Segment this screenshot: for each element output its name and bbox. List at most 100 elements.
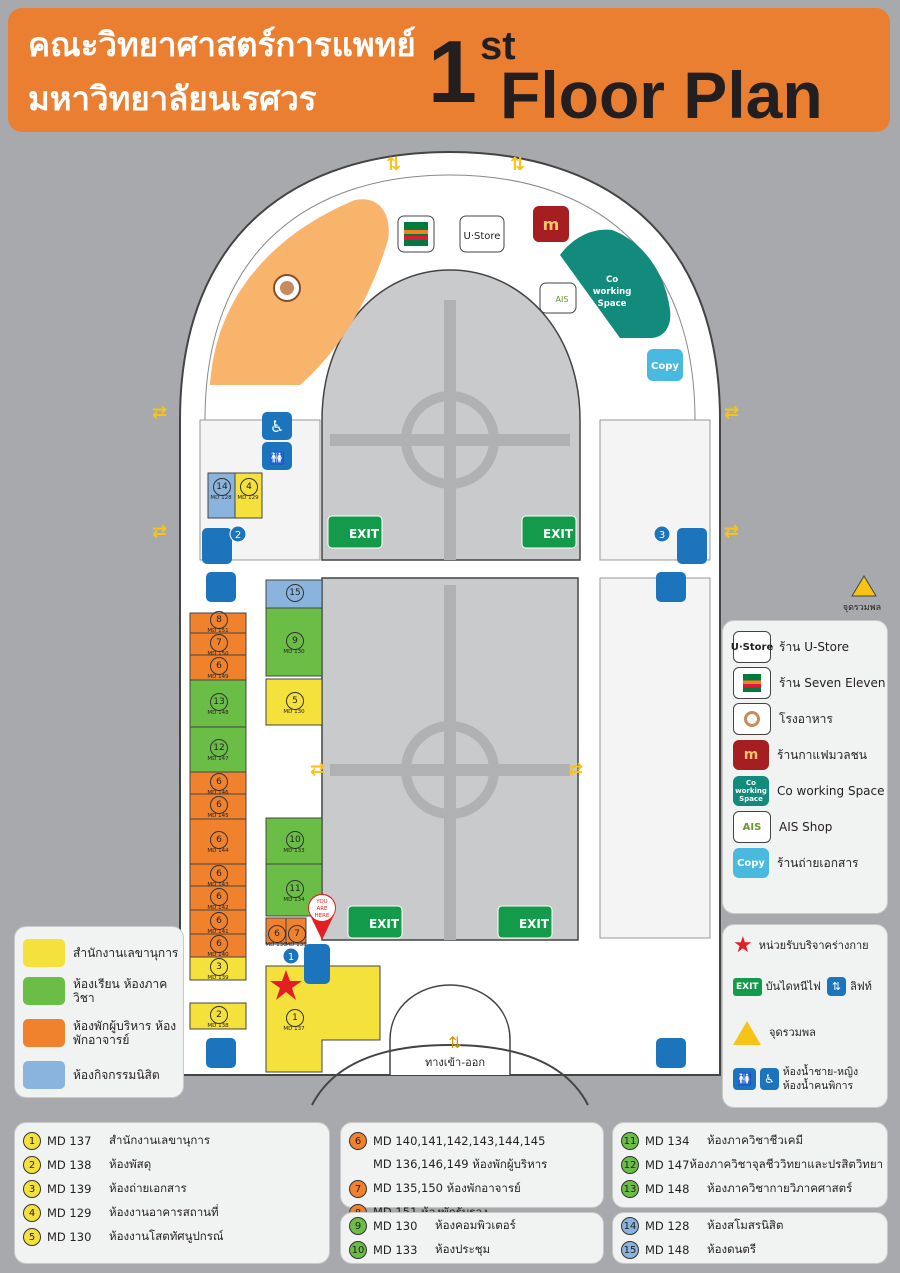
legend-label: ห้องพักผู้บริหาร ห้องพักอาจารย์ bbox=[73, 1019, 177, 1047]
svg-text:EXIT: EXIT bbox=[369, 917, 400, 931]
svg-text:EXIT: EXIT bbox=[349, 527, 380, 541]
legend-label: ร้านถ่ายเอกสาร bbox=[777, 855, 859, 870]
legend-label: AIS Shop bbox=[779, 820, 833, 834]
header-banner: คณะวิทยาศาสตร์การแพทย์ มหาวิทยาลัยนเรศวร… bbox=[8, 8, 890, 132]
svg-text:EXIT: EXIT bbox=[519, 917, 550, 931]
legend-row-seven: ร้าน Seven Eleven bbox=[733, 665, 886, 701]
stair-number: 3 bbox=[659, 530, 665, 541]
room-code: MD 133 bbox=[373, 1243, 418, 1257]
room-code: MD 147 bbox=[645, 1158, 690, 1172]
room-number-badge: 1 bbox=[23, 1132, 41, 1150]
accessible-toilet-icon bbox=[262, 412, 292, 440]
room-number-badge: 12 bbox=[621, 1156, 639, 1174]
legend-label: ร้าน U-Store bbox=[779, 639, 850, 654]
copy-map-label: Copy bbox=[651, 361, 679, 372]
toilet-icon-right bbox=[656, 572, 686, 602]
blue-swatch bbox=[23, 1061, 65, 1089]
room-name: ห้องงานโสตทัศนูปกรณ์ bbox=[109, 1229, 224, 1243]
svg-text:⇅: ⇅ bbox=[510, 154, 525, 175]
room-list-row: MD 136,146,149 ห้องพักผู้บริหาร bbox=[349, 1153, 595, 1177]
room-15 bbox=[265, 579, 323, 609]
svg-text:m: m bbox=[543, 215, 560, 234]
stair-number: 1 bbox=[288, 952, 294, 963]
room-number-badge: 7 bbox=[349, 1180, 367, 1198]
room-number-badge: 4 bbox=[23, 1204, 41, 1222]
legend-row-ais: AIS AIS Shop bbox=[733, 809, 877, 845]
ustore-icon: U·Store bbox=[459, 215, 505, 253]
assembly-label: จุดรวมพล bbox=[769, 1026, 816, 1039]
room-name: ห้องภาควิชากายวิภาคศาสตร์ bbox=[707, 1181, 853, 1195]
ais-map-label: AIS bbox=[556, 295, 569, 304]
legend-row-cafeteria: โรงอาหาร bbox=[733, 701, 877, 737]
copy-icon: Copy bbox=[647, 349, 683, 381]
you-are-here-marker: YOU ARE HERE bbox=[308, 893, 336, 940]
room-list-text: MD 140,141,142,143,144,145 bbox=[373, 1134, 546, 1148]
first-aid-label: หน่วยรับบริจาคร่างกาย bbox=[758, 938, 869, 952]
title-thai-line1: คณะวิทยาศาสตร์การแพทย์ bbox=[28, 25, 416, 64]
ais-icon: AIS bbox=[733, 811, 771, 843]
room-number-badge: 6 bbox=[349, 1132, 367, 1150]
assembly-point-label: จุดรวมพล bbox=[843, 603, 881, 613]
cafeteria-icon bbox=[733, 703, 771, 735]
room-list-row: 13 MD 148 ห้องภาควิชากายวิภาคศาสตร์ bbox=[621, 1177, 879, 1201]
lift-icon-left bbox=[202, 528, 232, 564]
room-name: ห้องภาควิชาชีวเคมี bbox=[707, 1133, 804, 1147]
cafe-icon: m bbox=[533, 206, 569, 242]
room-name: ห้องพัสดุ bbox=[109, 1157, 152, 1171]
room-name: สำนักงานเลขานุการ bbox=[109, 1133, 210, 1147]
toilet-label: ห้องน้ำชาย-หญิง bbox=[782, 1066, 859, 1078]
legend-label: สำนักงานเลขานุการ bbox=[73, 946, 179, 960]
svg-text:⇄: ⇄ bbox=[310, 759, 325, 780]
svg-text:🚻: 🚻 bbox=[270, 451, 285, 465]
coworking-map-label: working bbox=[593, 287, 632, 297]
toilet-icon-bottom-right bbox=[656, 1038, 686, 1068]
entrance-porch bbox=[389, 984, 511, 1075]
room-number-badge: 15 bbox=[621, 1241, 639, 1259]
seven-eleven-icon bbox=[733, 667, 771, 699]
svg-text:⇄: ⇄ bbox=[724, 402, 739, 423]
room-list-text: MD 135,150 ห้องพักอาจารย์ bbox=[373, 1181, 521, 1195]
room-code: MD 148 bbox=[645, 1182, 690, 1196]
cafe-icon: m bbox=[733, 740, 769, 770]
lift-label: ลิฟท์ bbox=[850, 979, 872, 993]
legend-label: ห้องกิจกรรมนิสิต bbox=[73, 1068, 160, 1082]
room-code: MD 148 bbox=[645, 1243, 690, 1257]
first-aid-star-icon: ★ bbox=[733, 933, 753, 958]
room-4 bbox=[234, 472, 263, 519]
seven-eleven-icon bbox=[397, 215, 435, 253]
legend-label: ร้าน Seven Eleven bbox=[779, 675, 886, 690]
legend-label: Co working Space bbox=[777, 784, 885, 798]
svg-text:⇅: ⇅ bbox=[448, 1033, 461, 1052]
room-code: MD 130 bbox=[47, 1230, 92, 1244]
room-list-text: MD 136,146,149 ห้องพักผู้บริหาร bbox=[373, 1157, 548, 1171]
room-list-row: 7 MD 135,150 ห้องพักอาจารย์ bbox=[349, 1177, 595, 1201]
room-name: ห้องดนตรี bbox=[707, 1242, 757, 1256]
room-number-badge: 10 bbox=[349, 1241, 367, 1259]
toilet-icon bbox=[262, 442, 292, 470]
coworking-map-label: Space bbox=[598, 299, 627, 309]
svg-text:⇄: ⇄ bbox=[724, 521, 739, 542]
legend-label: โรงอาหาร bbox=[779, 711, 833, 726]
accessible-toilet-label: ห้องน้ำคนพิการ bbox=[782, 1080, 854, 1092]
color-legend-panel: สำนักงานเลขานุการ ห้องเรียน ห้องภาควิชา … bbox=[14, 926, 184, 1098]
room-list-row: 15 MD 148 ห้องดนตรี bbox=[621, 1238, 879, 1262]
room-code: MD 128 bbox=[645, 1219, 690, 1233]
room-list-col2: 6 MD 140,141,142,143,144,145 MD 136,146,14… bbox=[340, 1122, 604, 1222]
coworking-icon: Co working Space bbox=[733, 776, 769, 806]
room-number-badge: 13 bbox=[621, 1180, 639, 1198]
coworking-map-label: Co bbox=[606, 275, 618, 285]
toilet-icon-bottom-left bbox=[206, 1038, 236, 1068]
room-code: MD 138 bbox=[47, 1158, 92, 1172]
exit-stairs-label: บันไดหนีไฟ bbox=[765, 979, 821, 993]
green-swatch bbox=[23, 977, 65, 1005]
svg-text:⇄: ⇄ bbox=[152, 402, 167, 423]
